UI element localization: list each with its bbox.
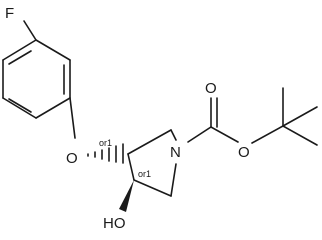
ester-c-o-bond bbox=[210, 126, 239, 143]
ether-oxygen-label: O bbox=[66, 150, 78, 167]
o-tbutyl-bond bbox=[251, 125, 284, 144]
ring-double-bond bbox=[8, 98, 32, 113]
pyrrolidine-ring bbox=[127, 129, 177, 197]
carbonyl-oxygen-label: O bbox=[205, 80, 217, 97]
ring-bond bbox=[35, 97, 71, 119]
ester-oxygen-label: O bbox=[238, 144, 250, 161]
hydroxyl-label: HO bbox=[103, 215, 126, 232]
c-f-bond bbox=[23, 20, 37, 41]
ring-bond-c5-c4 bbox=[133, 179, 172, 197]
ring-bond bbox=[2, 39, 37, 61]
ring-nitrogen-label: N bbox=[170, 144, 181, 161]
ring-bond bbox=[2, 97, 37, 119]
tbutyl-methyl-right bbox=[282, 106, 318, 127]
tbutyl-methyl-down bbox=[282, 125, 318, 146]
ring-bond-c3-c2 bbox=[127, 129, 172, 155]
aryl-ether-bond bbox=[69, 97, 76, 139]
hashed-wedge-o-c3 bbox=[87, 143, 124, 164]
fluorine-label: F bbox=[5, 5, 14, 22]
stereo-label-c4: or1 bbox=[138, 169, 151, 179]
ring-bond-n-c5 bbox=[170, 163, 177, 197]
ring-double-bond bbox=[8, 50, 32, 65]
ring-bond-c2-n bbox=[170, 129, 177, 141]
ring-bond-c4-c3 bbox=[127, 153, 135, 181]
ring-bond bbox=[35, 39, 71, 61]
stereo-label-c3: or1 bbox=[99, 138, 112, 148]
n-carbonyl-bond bbox=[187, 126, 212, 143]
fluorophenyl-ring bbox=[2, 39, 71, 119]
solid-wedge-c4-oh bbox=[119, 180, 134, 212]
